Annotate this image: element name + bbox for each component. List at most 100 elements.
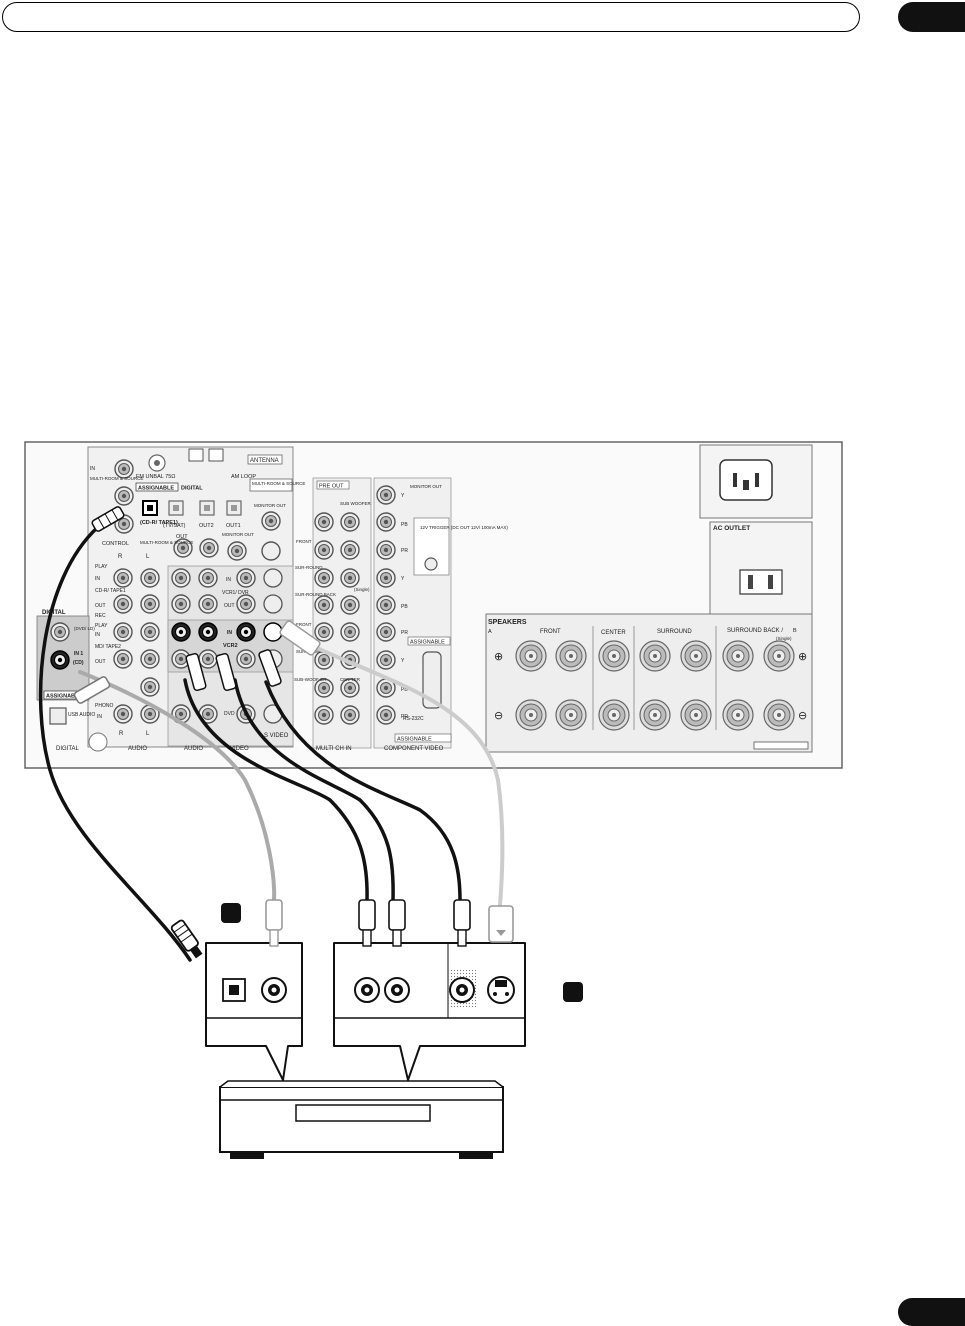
monitor-out-label: MONITOR OUT: [254, 503, 286, 508]
in-label-2: IN: [95, 632, 100, 638]
y-label-1: Y: [401, 493, 405, 499]
play-label-1: PLAY: [95, 564, 108, 570]
dvd-player-unit: [219, 1080, 504, 1159]
dvd-ld-label: (DVD/ LD): [74, 626, 95, 631]
bottom-audio: AUDIO: [128, 746, 147, 752]
step-marker-1: [221, 903, 241, 923]
speakers-a-label: A: [488, 629, 492, 635]
phono-label: PHONO: [95, 703, 113, 709]
assignable-label: ASSIGNABLE: [138, 486, 174, 492]
header-bar: [2, 2, 860, 32]
svg-text:⊖: ⊖: [798, 710, 807, 722]
chapter-tab: [898, 2, 965, 32]
assignable-coax-label: ASSIGNABLE: [46, 694, 82, 700]
am-loop-label: AM LOOP: [231, 474, 256, 480]
multiroom-source-label-2: MULTI-ROOM & SOURCE: [252, 481, 305, 486]
audio-l-label: L: [146, 554, 150, 560]
phono-l-label: L: [146, 731, 150, 737]
power-section: AC OUTLET: [699, 444, 813, 623]
control-label: CONTROL: [102, 541, 129, 547]
pr-label-2: PR: [401, 630, 408, 636]
control-section: CONTROL OUT MULTI-ROOM & SOURCE MONITOR …: [102, 514, 281, 561]
out2-label: OUT2: [199, 523, 214, 529]
in1-label: IN 1: [74, 651, 83, 657]
speakers-front-label: FRONT: [540, 629, 561, 635]
digital-label: DIGITAL: [181, 486, 203, 492]
multiroom-out-label: OUT: [176, 534, 188, 540]
speakers-label: SPEAKERS: [488, 619, 527, 626]
vcr2-label: VCR2: [223, 643, 238, 649]
surround-back-preout-label: SUR-ROUND BACK: [295, 592, 336, 597]
audio-r-label: R: [118, 554, 123, 560]
panel-bottom-labels: DIGITAL AUDIO AUDIO VIDEO S VIDEO MULTI …: [56, 733, 444, 752]
fm-unbal-label: FM UNBAL 75Ω: [136, 474, 175, 480]
pre-out-label: PRE OUT: [319, 484, 344, 490]
multiroom-source-label: MULTI-ROOM & SOURCE: [90, 476, 143, 481]
antenna-section: FM UNBAL 75Ω AM LOOP ANTENNA: [136, 448, 283, 480]
step-marker-2: [563, 982, 583, 1002]
bottom-audio-2: AUDIO: [184, 746, 203, 752]
digital-coax-section: DIGITAL (DVD/ LD) IN 1 (CD) ASSIGNABLE U…: [36, 610, 108, 752]
front-preout-label: FRONT: [296, 539, 312, 544]
out-label-1: OUT: [95, 603, 106, 609]
digital-coax-label: DIGITAL: [42, 610, 66, 616]
md-tape2-text: MD/ TAPE2: [95, 644, 121, 650]
speaker-terminals: SPEAKERS A FRONT CENTER SURROUND SURROUN…: [485, 613, 813, 753]
bottom-multich: MULTI CH IN: [316, 746, 352, 752]
multiroom-source-jacks: IN MULTI-ROOM & SOURCE: [90, 459, 143, 506]
pr-label-1: PR: [401, 548, 408, 554]
out1-label: OUT1: [226, 523, 241, 529]
pb-label-3: PB: [401, 687, 408, 693]
surround-preout-label: SUR-ROUND: [295, 565, 323, 570]
vcr1-dvr-label: VCR1/ DVR: [222, 590, 249, 596]
single-preout-label: (Single): [354, 587, 370, 592]
multiroom-small-label: MULTI-ROOM & SOURCE: [140, 540, 193, 545]
bottom-video: VIDEO: [230, 746, 249, 752]
bottom-digital: DIGITAL: [56, 746, 80, 752]
subwoofer-multich-label: SUB-WOOF-ER: [294, 677, 327, 682]
usb-audio-label: USB AUDIO: [68, 712, 95, 718]
speakers-surround-back-label: SURROUND BACK /: [727, 628, 783, 634]
bottom-component: COMPONENT VIDEO: [384, 746, 444, 752]
phono-in-label: IN: [97, 714, 102, 720]
speakers-center-label: CENTER: [601, 630, 626, 636]
pb-label-1: PB: [401, 522, 408, 528]
multiroom-in: IN: [90, 466, 95, 472]
pb-label-2: PB: [401, 604, 408, 610]
rec-label-1: REC: [95, 613, 106, 619]
subwoofer-label: SUB WOOFER: [340, 501, 372, 506]
center-multich-label: CEN-TER: [340, 677, 361, 682]
in-label-1: IN: [95, 576, 100, 582]
svg-text:⊖: ⊖: [494, 710, 503, 722]
rs232c-label: RS-232C: [403, 716, 424, 722]
video-in-label: IN: [226, 577, 231, 583]
player-plugs: [170, 899, 514, 959]
out-label-2: OUT: [95, 659, 106, 665]
ac-outlet-label: AC OUTLET: [713, 525, 750, 532]
cd-label: (CD): [73, 660, 84, 666]
pr-label-3: PR: [401, 714, 408, 720]
tv-sat-label: (TV/SAT): [163, 523, 186, 529]
y-label-2: Y: [401, 576, 405, 582]
y-label-3: Y: [401, 658, 405, 664]
front-multich-label: FRONT: [296, 622, 312, 627]
receiver-rear-panel: FM UNBAL 75Ω AM LOOP ANTENNA IN MULTI-RO…: [24, 441, 843, 769]
dvd-label: DVD: [224, 711, 235, 717]
cd-r-tape1-text: CD-R/ TAPE1: [95, 588, 126, 594]
receiver-plugs: [73, 506, 321, 704]
speakers-single-label: (Single): [776, 636, 792, 641]
trigger-label: 12V TRIGGER (DC OUT 12V/ 100mA MAX): [420, 525, 508, 530]
monitor-out-comp-label: MONITOR OUT: [410, 484, 442, 489]
player-connection-panels: [205, 942, 526, 1081]
speakers-b-label: B: [793, 628, 797, 634]
cables: [38, 525, 505, 962]
page-number-tab: [898, 1298, 965, 1326]
cd-r-tape1-label: (CD-R/ TAPE1): [140, 520, 178, 526]
speakers-surround-label: SURROUND: [657, 629, 692, 635]
assignable-comp-label-2: ASSIGNABLE: [397, 737, 432, 743]
phono-r-label: R: [119, 731, 124, 737]
monitor-out-label-2: MONITOR OUT: [222, 532, 254, 537]
audio-jack-grid: R L PLAY IN CD-R/ TAPE1 OUT REC PLAY IN …: [95, 554, 160, 737]
assignable-comp-label: ASSIGNABLE: [410, 640, 445, 646]
